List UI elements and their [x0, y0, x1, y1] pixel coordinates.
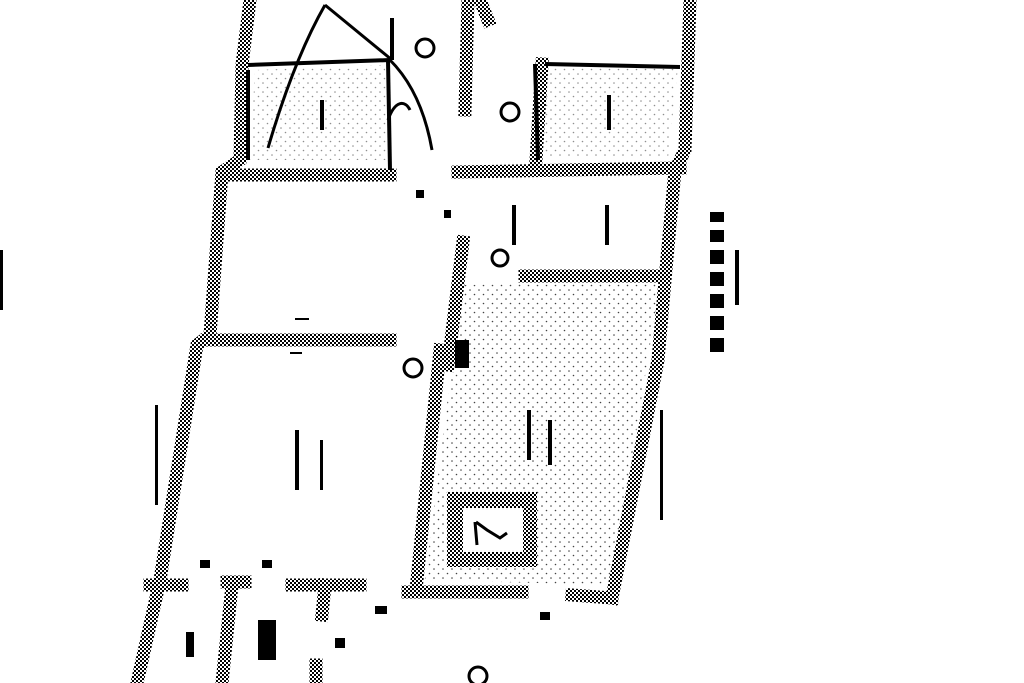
circle-markers [402, 37, 521, 683]
marker [402, 357, 424, 379]
wall [314, 577, 333, 623]
marker [414, 37, 436, 59]
wall [451, 161, 687, 179]
side-label-glyphs [710, 212, 739, 352]
scan-annotations [0, 95, 663, 660]
dotted-room-upper-left [250, 65, 388, 160]
wall-left-outer [130, 0, 257, 683]
wall-right-outer [604, 0, 697, 606]
wall [472, 0, 497, 29]
marker [499, 101, 521, 123]
marker [490, 248, 510, 268]
stove-box [447, 492, 537, 567]
wall [458, 0, 475, 117]
room-outlines [246, 18, 681, 171]
walls [130, 0, 697, 683]
door-swing-lines [266, 3, 434, 151]
wall [440, 234, 471, 373]
wall [215, 577, 240, 683]
marker [467, 665, 489, 683]
wall [565, 588, 619, 605]
wall [409, 342, 448, 588]
